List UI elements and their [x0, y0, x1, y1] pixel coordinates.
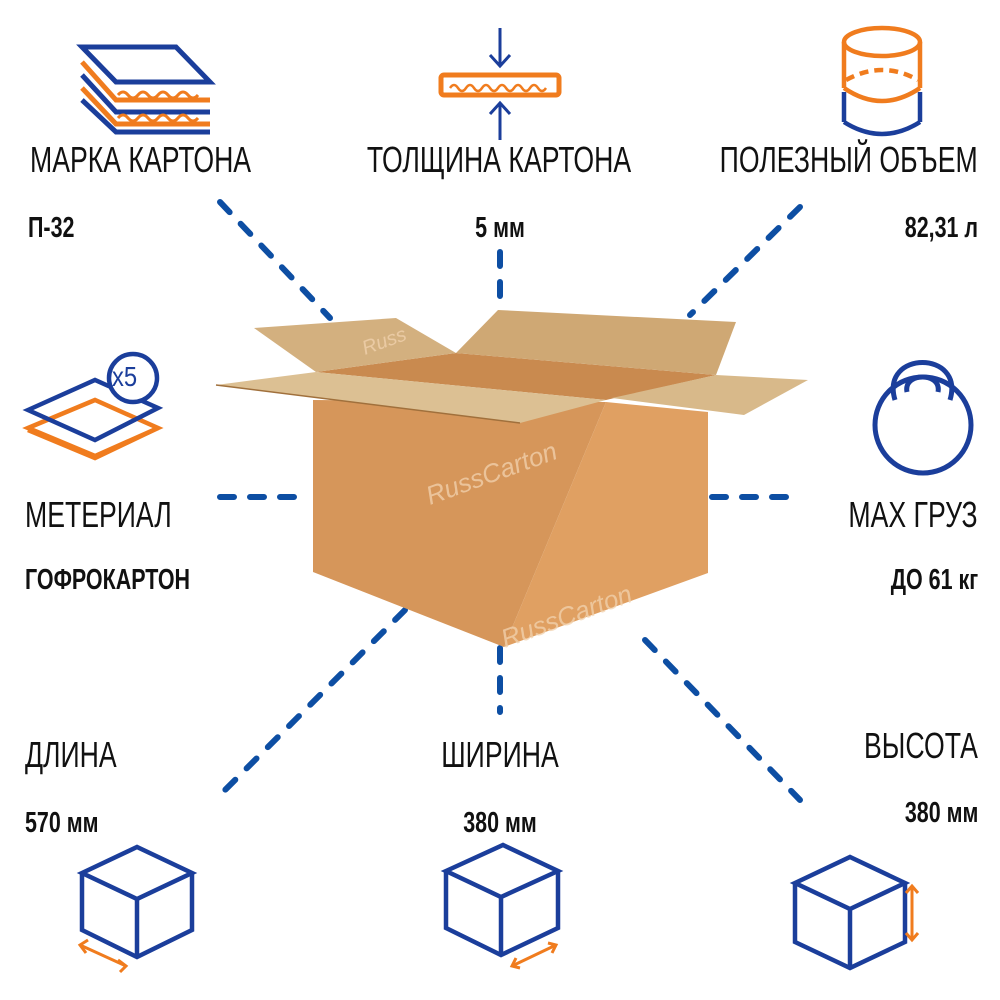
connector-volume: [687, 204, 803, 318]
height-label: ВЫСОТА: [864, 725, 978, 766]
left-flap: [254, 318, 456, 372]
kettlebell-icon: [872, 360, 974, 476]
connector-grade: [217, 199, 333, 321]
side-face: [504, 402, 708, 647]
cylinder-volume-icon: [841, 25, 923, 137]
max-load-label: МАХ ГРУЗ: [848, 494, 978, 535]
material-value: ГОФРОКАРТОН: [25, 564, 191, 596]
thickness-value: 5 мм: [475, 212, 525, 244]
length-label: ДЛИНА: [25, 734, 117, 775]
volume-value: 82,31 л: [904, 212, 978, 244]
back-flap: [456, 310, 736, 375]
length-value: 570 мм: [25, 807, 99, 839]
cardboard-layers-icon: [76, 44, 216, 135]
material-label: МЕТЕРИАЛ: [25, 494, 172, 535]
front-face: [313, 400, 606, 647]
width-value: 380 мм: [463, 807, 537, 839]
material-sheets-icon: [22, 351, 164, 461]
grade-value: П-32: [28, 212, 75, 244]
front-flap: [216, 372, 606, 423]
connector-lines: [212, 199, 803, 803]
thickness-icon: [438, 28, 562, 140]
height-value: 380 мм: [904, 797, 978, 829]
connector-height: [642, 637, 803, 803]
thickness-label: ТОЛЩИНА КАРТОНА: [366, 139, 632, 180]
cardboard-box-image: RussCarton RussCarton Russ: [215, 310, 808, 654]
connector-length: [212, 607, 408, 803]
width-label: ШИРИНА: [441, 734, 559, 775]
cube-height-icon: [789, 854, 920, 971]
layers-count-badge: x5: [112, 361, 138, 392]
volume-label: ПОЛЕЗНЫЙ ОБЪЕМ: [719, 139, 978, 180]
right-flap: [612, 375, 808, 415]
cube-width-icon: [440, 842, 564, 970]
max-load-value: ДО 61 кг: [890, 564, 978, 596]
grade-label: МАРКА КАРТОНА: [30, 139, 252, 180]
cube-length-icon: [76, 844, 198, 974]
